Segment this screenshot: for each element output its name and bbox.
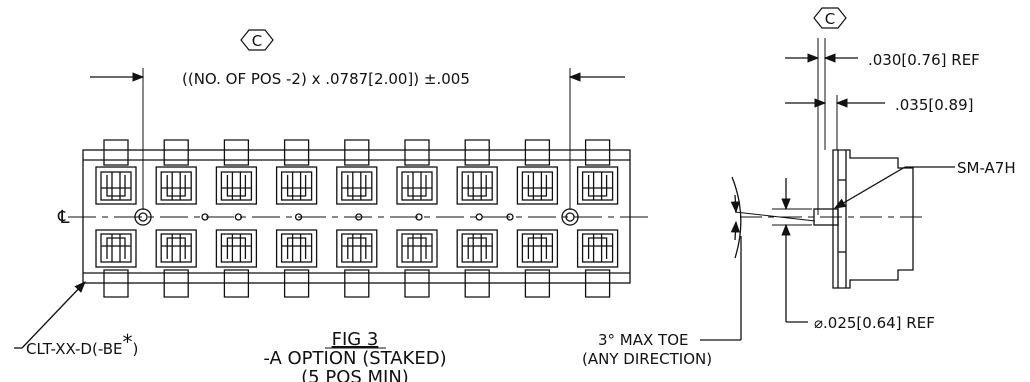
- svg-text:C: C: [252, 32, 262, 50]
- centerline-symbol: ℄: [57, 207, 70, 228]
- contact-bottom: [516, 229, 559, 268]
- dimension-label-main: ((NO. OF POS -2) x .0787[2.00]): [182, 70, 424, 88]
- dimension-tolerance: ±.005: [424, 70, 470, 88]
- contact-bottom: [456, 229, 498, 268]
- part-callout-text: CLT-XX-D(-BE: [26, 340, 122, 358]
- mounting-hole-left: [134, 208, 152, 226]
- locating-hole: [355, 213, 363, 221]
- figure-caption: FIG 3 -A OPTION (STAKED) (5 POS MIN): [263, 329, 446, 382]
- sm-a7h-leader: [833, 166, 906, 209]
- dimension-label: ((NO. OF POS -2) x .0787[2.00]) ±.005: [182, 70, 470, 88]
- locating-hole: [415, 213, 423, 221]
- contact-top: [215, 166, 258, 205]
- contact-top: [95, 166, 137, 205]
- toe-direction-label: (ANY DIRECTION): [582, 350, 712, 368]
- contact-column: [456, 139, 498, 298]
- sm-a7h-label: SM-A7H: [957, 159, 1016, 177]
- contact-column: [275, 139, 318, 298]
- front-critical-symbol: C: [240, 29, 274, 51]
- part-callout-close: ): [132, 340, 138, 358]
- svg-text:C: C: [825, 10, 835, 28]
- contact-top: [396, 166, 438, 205]
- fig-min: (5 POS MIN): [301, 367, 409, 382]
- front-view: [14, 68, 650, 349]
- contact-bottom: [576, 229, 619, 268]
- fig-title: FIG 3: [332, 329, 379, 350]
- locating-hole: [294, 213, 303, 221]
- contact-bottom: [95, 229, 137, 268]
- toe-label: 3° MAX TOE: [598, 331, 689, 349]
- contact-column: [396, 139, 438, 298]
- contact-column: [516, 139, 559, 298]
- contact-bottom: [275, 229, 318, 268]
- contact-bottom: [336, 229, 378, 268]
- contact-top: [155, 166, 197, 205]
- contact-top: [275, 166, 318, 205]
- locating-hole: [201, 213, 209, 221]
- contact-column: [95, 139, 137, 298]
- mounting-hole-right: [561, 208, 579, 226]
- contact-top: [576, 166, 619, 205]
- diameter-label: ⌀.025[0.64] REF: [814, 314, 935, 332]
- side-view: [700, 38, 955, 341]
- contact-column: [576, 139, 619, 298]
- side-critical-symbol: C: [813, 7, 847, 29]
- asterisk: *: [122, 330, 132, 354]
- toe-arc: [731, 176, 742, 259]
- dim-030-label: .030[0.76] REF: [868, 51, 980, 69]
- contact-top: [336, 166, 378, 205]
- locating-hole: [234, 213, 243, 221]
- part-callout-label: CLT-XX-D(-BE*): [26, 330, 138, 358]
- contact-column: [336, 139, 378, 298]
- contact-bottom: [396, 229, 438, 268]
- contact-column: [215, 139, 258, 298]
- toe-line: [734, 211, 816, 222]
- contact-bottom: [215, 229, 258, 268]
- dim-035-label: .035[0.89]: [895, 96, 974, 114]
- contact-bottom: [155, 229, 197, 268]
- contact-top: [516, 166, 559, 205]
- locating-hole: [475, 213, 483, 221]
- fig-option: -A OPTION (STAKED): [263, 348, 446, 369]
- locating-hole: [506, 213, 514, 221]
- side-body: [832, 149, 914, 289]
- contact-top: [456, 166, 498, 205]
- contact-column: [155, 139, 197, 298]
